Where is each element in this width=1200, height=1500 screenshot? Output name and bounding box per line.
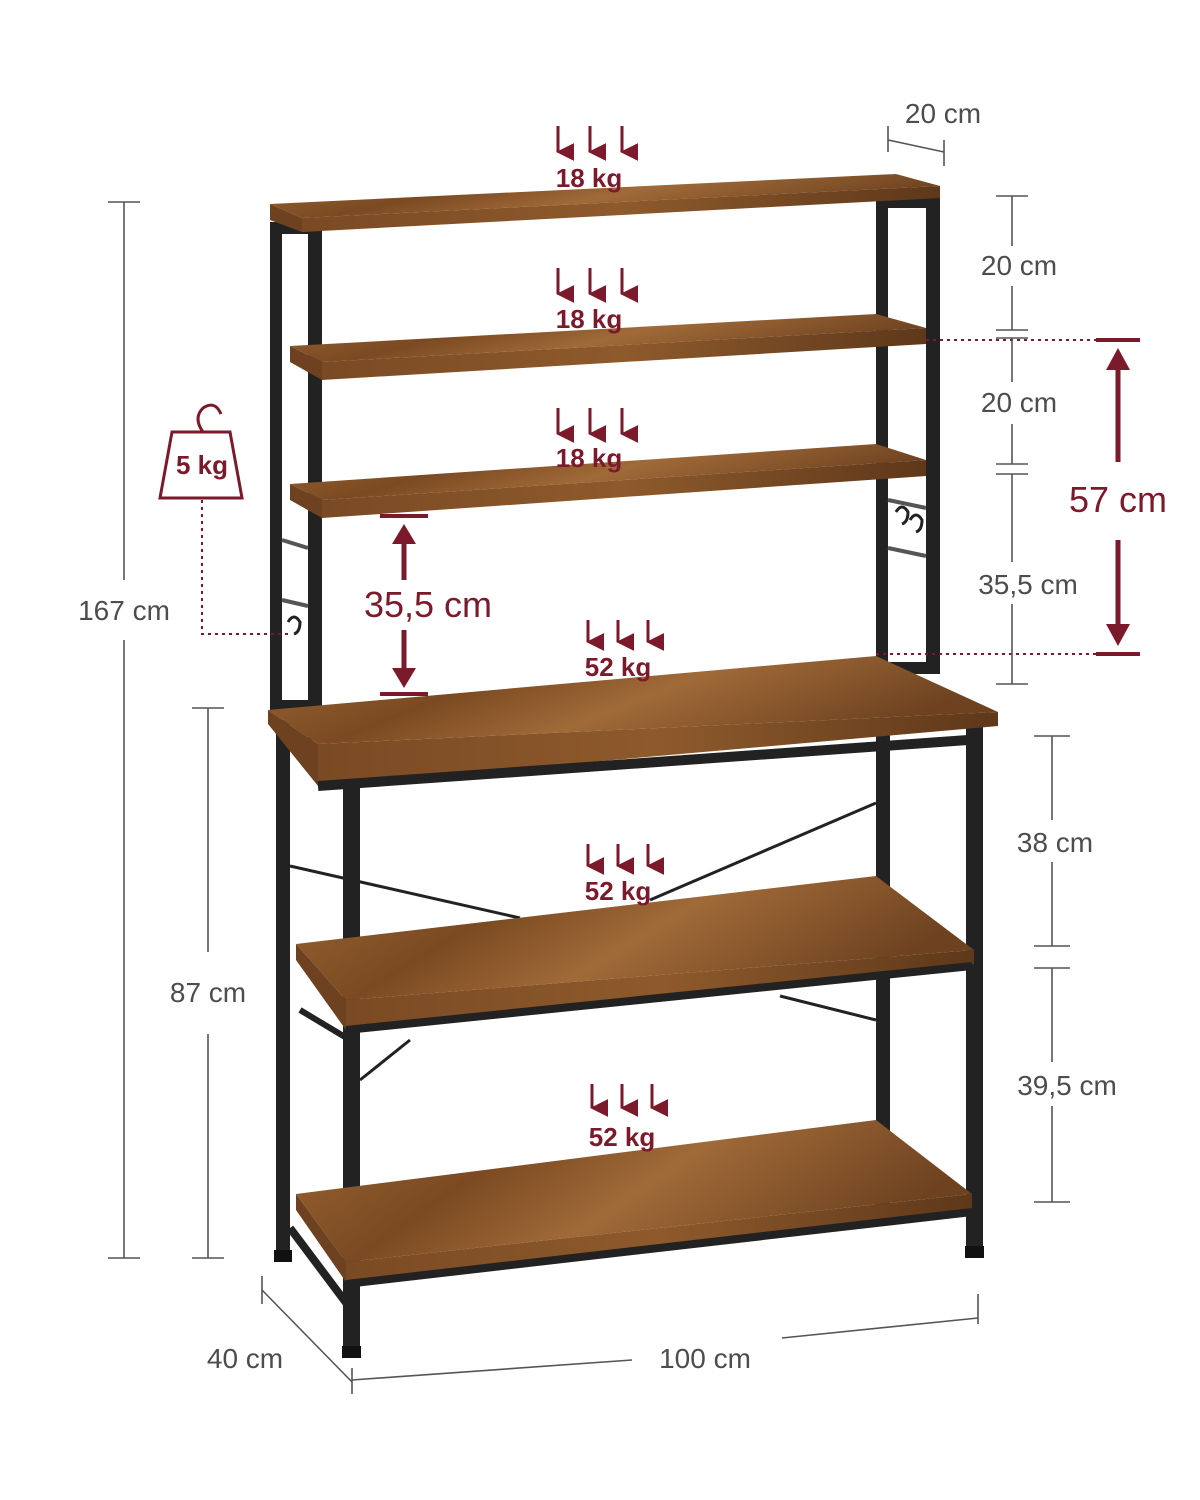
down-arrows-icon xyxy=(556,126,639,161)
dim-upper-right: 20 cm 20 cm 35,5 cm xyxy=(978,195,1078,685)
down-arrows-icon xyxy=(556,408,639,443)
dim-hutch-inner: 35,5 cm xyxy=(364,514,492,696)
shelf-middle xyxy=(296,876,974,1034)
load-label: 18 kg xyxy=(556,163,623,193)
weight-hook-icon: 5 kg xyxy=(158,403,292,635)
dim-label: 20 cm xyxy=(981,387,1057,418)
dim-label: 20 cm xyxy=(981,250,1057,281)
load-label: 18 kg xyxy=(556,443,623,473)
dim-label: 39,5 cm xyxy=(1017,1070,1117,1101)
dim-label: 167 cm xyxy=(78,595,170,626)
load-label: 52 kg xyxy=(589,1122,656,1152)
dim-label: 57 cm xyxy=(1069,479,1167,520)
load-label: 52 kg xyxy=(585,652,652,682)
shelf-top xyxy=(270,174,940,232)
dim-label: 20 cm xyxy=(905,98,981,129)
dim-lower-right: 38 cm 39,5 cm xyxy=(1017,735,1117,1203)
down-arrows-icon xyxy=(556,268,639,303)
dim-worktop-height: 87 cm xyxy=(170,707,246,1259)
shelf-3 xyxy=(290,444,926,518)
s-hook-icon xyxy=(908,513,924,534)
shelf-bottom xyxy=(296,1120,973,1288)
dim-label: 100 cm xyxy=(659,1343,751,1374)
load-top: 18 kg xyxy=(556,126,639,193)
dim-label: 35,5 cm xyxy=(978,569,1078,600)
load-label: 52 kg xyxy=(585,876,652,906)
s-hook-icon xyxy=(894,505,910,526)
load-middle: 52 kg xyxy=(585,844,665,906)
dim-label: 87 cm xyxy=(170,977,246,1008)
dim-depth: 40 cm xyxy=(207,1276,353,1394)
load-bottom: 52 kg xyxy=(589,1084,669,1152)
down-arrows-icon xyxy=(590,1084,669,1117)
dim-total-height: 167 cm xyxy=(78,201,170,1259)
dim-label: 38 cm xyxy=(1017,827,1093,858)
down-arrows-icon xyxy=(586,844,665,875)
down-arrows-icon xyxy=(586,620,665,651)
dim-hutch-height: 57 cm xyxy=(876,338,1167,656)
dim-top-depth: 20 cm xyxy=(887,98,981,166)
shelf-2 xyxy=(290,314,926,380)
dim-label: 40 cm xyxy=(207,1343,283,1374)
dim-label: 35,5 cm xyxy=(364,584,492,625)
load-worktop: 52 kg xyxy=(585,620,665,682)
hook-weight-label: 5 kg xyxy=(176,450,228,480)
s-hook-icon xyxy=(286,615,302,636)
dim-width: 100 cm xyxy=(351,1294,979,1381)
load-shelf-2: 18 kg xyxy=(556,268,639,334)
worktop xyxy=(268,656,998,791)
load-shelf-3: 18 kg xyxy=(556,408,639,473)
load-label: 18 kg xyxy=(556,304,623,334)
